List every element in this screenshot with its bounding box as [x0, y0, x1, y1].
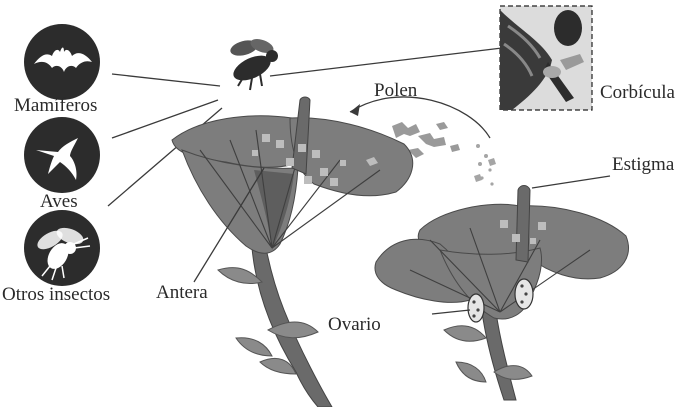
- otros-insectos-icon-group: [24, 210, 100, 286]
- right-flower: [375, 186, 629, 401]
- leader-estigma: [532, 176, 610, 188]
- pollen-falling: [474, 144, 496, 186]
- pollen-arrowhead: [350, 104, 360, 116]
- leader-corbicula: [270, 48, 502, 76]
- mamiferos-label: Mamíferos: [14, 95, 97, 116]
- bee-icon: [229, 36, 278, 90]
- otros-insectos-label: Otros insectos: [2, 284, 110, 305]
- estigma-label: Estigma: [612, 154, 675, 175]
- ovario-label: Ovario: [328, 314, 381, 335]
- corbicula-inset: [500, 6, 592, 110]
- left-flower: [172, 97, 413, 407]
- antera-label: Antera: [156, 282, 208, 303]
- corbicula-label: Corbícula: [600, 82, 675, 103]
- mamiferos-icon-group: [24, 24, 100, 100]
- leader-ovario: [432, 310, 470, 314]
- aves-label: Aves: [40, 191, 78, 212]
- leader-mamiferos: [112, 74, 220, 86]
- aves-icon-group: [24, 117, 100, 193]
